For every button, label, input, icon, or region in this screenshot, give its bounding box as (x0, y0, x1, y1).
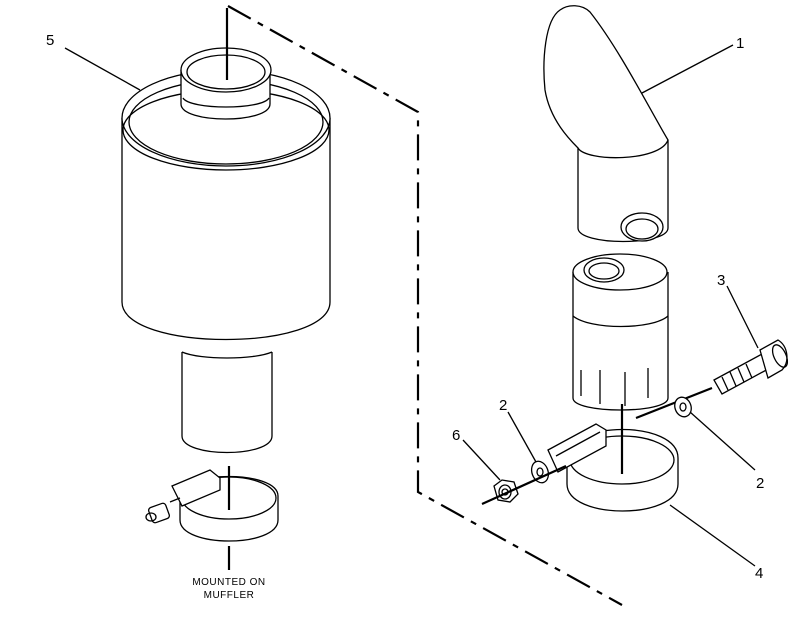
callout-3: 3 (717, 272, 725, 289)
callout-4: 4 (755, 565, 763, 582)
muffler-part-5 (121, 47, 331, 454)
slotted-tailpipe (572, 253, 669, 411)
note-line-2: MUFFLER (204, 590, 255, 601)
fastener-axis-line (481, 464, 567, 506)
washer-part-2-right (674, 396, 692, 418)
bolt-part-3 (713, 339, 788, 395)
muffler-mounting-clamp (145, 469, 279, 542)
callout-2-right: 2 (756, 475, 764, 492)
callout-2-left: 2 (499, 397, 507, 414)
note-line-1: MOUNTED ON (192, 577, 265, 588)
callout-5: 5 (46, 32, 54, 49)
exhaust-clamp-part-4 (547, 423, 679, 512)
bolt-axis-line (635, 386, 713, 420)
assembly-boundary-dashed-line (227, 5, 623, 606)
callout-1: 1 (736, 35, 744, 52)
nut-part-6 (493, 479, 519, 503)
exhaust-elbow-part-1 (543, 5, 669, 243)
callout-leaders (64, 44, 759, 567)
callout-6: 6 (452, 427, 460, 444)
